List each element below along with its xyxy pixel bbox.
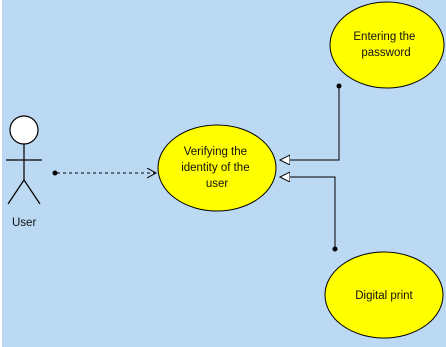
generalization-print-verify: [280, 177, 338, 252]
association-user-verify: [52, 170, 157, 176]
actor-label: User: [12, 217, 36, 229]
use-case-label-line: Verifying the: [184, 146, 247, 158]
use-case-ellipse: [329, 1, 445, 89]
connector-line: [280, 86, 340, 160]
association-dot: [52, 170, 58, 176]
use-case-ellipse: [324, 251, 444, 339]
use-case-label-line: Digital print: [355, 290, 413, 302]
actor-left-leg: [7, 179, 25, 205]
use-case-label-line: user: [206, 178, 229, 190]
use-case-label: Digital print: [355, 290, 413, 302]
use-case-entering-password[interactable]: Entering the password: [329, 1, 445, 89]
use-case-ellipse: [157, 124, 277, 212]
use-case-label-line: identity of the: [181, 162, 249, 174]
use-case-label-line: Entering the: [353, 31, 415, 43]
actor-head: [9, 115, 39, 145]
actor-right-leg: [23, 179, 41, 205]
generalization-password-verify: [280, 83, 342, 161]
actor-user[interactable]: User: [6, 115, 42, 229]
use-case-digital-print[interactable]: Digital print: [324, 251, 444, 339]
use-case-label: Entering the password: [353, 31, 418, 59]
connector-line: [280, 177, 336, 249]
use-case-label-line: password: [361, 47, 410, 59]
use-case-label: Verifying the identity of the user: [181, 146, 253, 190]
use-case-verify-identity[interactable]: Verifying the identity of the user: [157, 124, 277, 212]
